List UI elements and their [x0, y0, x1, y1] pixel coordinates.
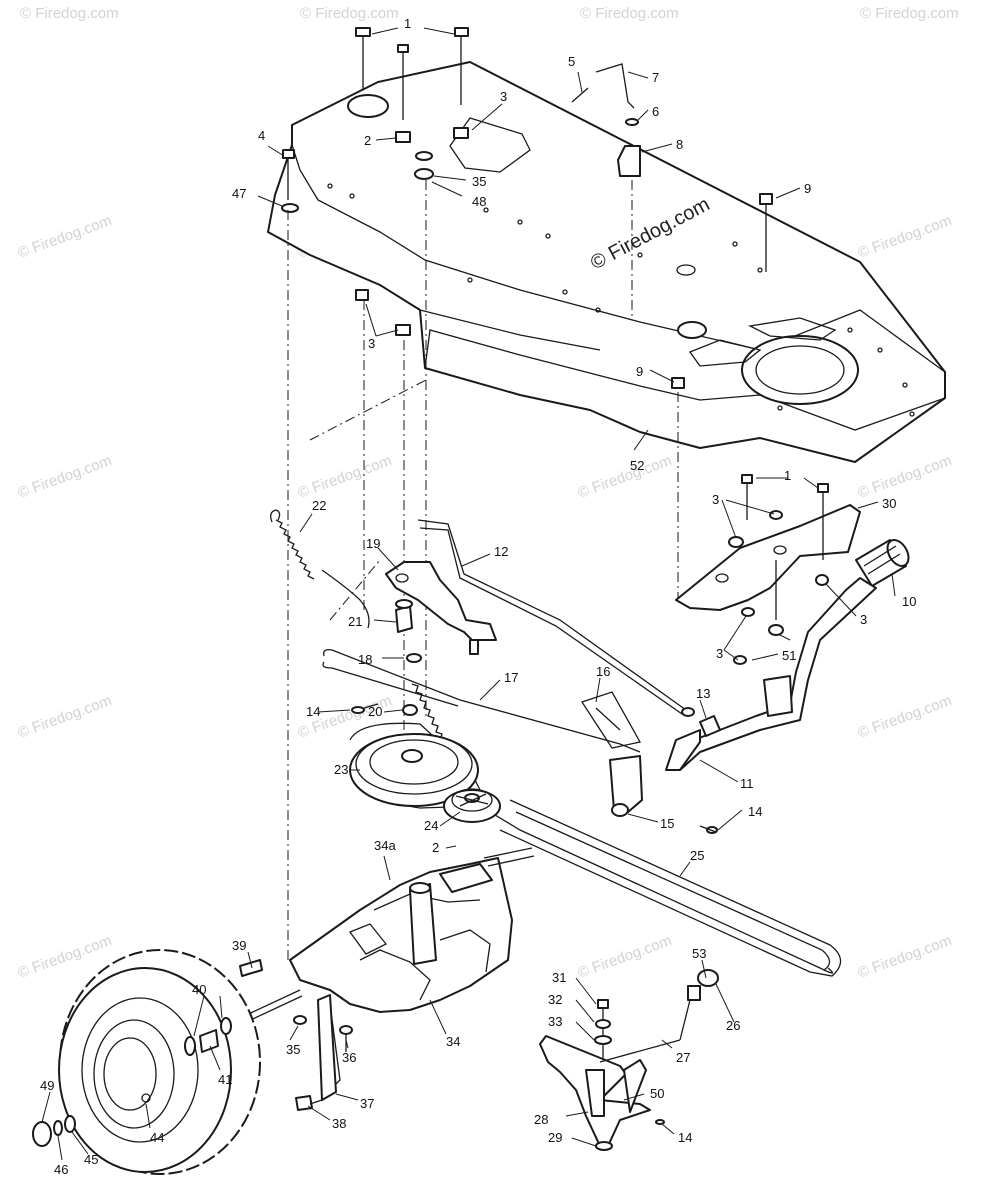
callout-14: 14 — [678, 1130, 692, 1145]
callout-47: 47 — [232, 186, 246, 201]
transaxle-34 — [289, 847, 535, 1092]
callout-33: 33 — [548, 1014, 562, 1029]
callout-35: 35 — [286, 1042, 300, 1057]
spring-22 — [270, 509, 370, 629]
callout-34a: 34a — [374, 838, 396, 853]
watermark-text: © Firedog.com — [16, 452, 114, 502]
callout-44: 44 — [150, 1130, 164, 1145]
callout-31: 31 — [552, 970, 566, 985]
callout-41: 41 — [218, 1072, 232, 1087]
callout-28: 28 — [534, 1112, 548, 1127]
callout-18: 18 — [358, 652, 372, 667]
brake-parts — [580, 691, 721, 834]
callout-48: 48 — [472, 194, 486, 209]
rod-17 — [322, 648, 641, 753]
callout-7: 7 — [652, 70, 659, 85]
callout-27: 27 — [676, 1050, 690, 1065]
callout-3: 3 — [368, 336, 375, 351]
callout-52: 52 — [630, 458, 644, 473]
watermark-text: © Firedog.com — [576, 452, 674, 502]
wheel-tire — [58, 949, 261, 1175]
callout-9: 9 — [804, 181, 811, 196]
callout-24: 24 — [424, 818, 438, 833]
callout-3: 3 — [500, 89, 507, 104]
callout-29: 29 — [548, 1130, 562, 1145]
callout-23: 23 — [334, 762, 348, 777]
callout-39: 39 — [232, 938, 246, 953]
callout-9: 9 — [636, 364, 643, 379]
callout-12: 12 — [494, 544, 508, 559]
shift-assembly — [539, 969, 719, 1151]
callout-51: 51 — [782, 648, 796, 663]
callout-32: 32 — [548, 992, 562, 1007]
callout-13: 13 — [696, 686, 710, 701]
callout-50: 50 — [650, 1086, 664, 1101]
callout-3: 3 — [716, 646, 723, 661]
callout-19: 19 — [366, 536, 380, 551]
clip-14 — [351, 703, 379, 714]
callout-2: 2 — [364, 133, 371, 148]
callout-34: 34 — [446, 1034, 460, 1049]
callout-14: 14 — [748, 804, 762, 819]
callout-labels: 1 2 3 4 5 6 7 8 9 35 48 47 3 9 52 1 3 30… — [40, 16, 916, 1177]
callout-25: 25 — [690, 848, 704, 863]
watermark-text: © Firedog.com — [576, 932, 674, 982]
callout-11: 11 — [740, 776, 754, 791]
watermark-text: © Firedog.com — [580, 5, 679, 22]
callout-38: 38 — [332, 1116, 346, 1131]
leader-lines — [41, 27, 896, 1161]
callout-15: 15 — [660, 816, 674, 831]
watermark-text: © Firedog.com — [16, 212, 114, 262]
callout-14: 14 — [306, 704, 320, 719]
callout-20: 20 — [368, 704, 382, 719]
callout-26: 26 — [726, 1018, 740, 1033]
callout-3: 3 — [712, 492, 719, 507]
watermark-text: © Firedog.com — [856, 692, 954, 742]
watermark-text: © Firedog.com — [856, 932, 954, 982]
callout-10: 10 — [902, 594, 916, 609]
watermark-text: © Firedog.com — [300, 5, 399, 22]
watermark-text: © Firedog.com — [856, 212, 954, 262]
callout-53: 53 — [692, 946, 706, 961]
callout-49: 49 — [40, 1078, 54, 1093]
idler-hardware — [395, 599, 479, 716]
callout-35: 35 — [472, 174, 486, 189]
bracket-30 — [675, 474, 861, 665]
frame-hardware — [281, 27, 773, 389]
wheel-hardware — [32, 959, 263, 1147]
watermark-text: © Firedog.com — [16, 692, 114, 742]
watermark-text: © Firedog.com — [856, 452, 954, 502]
frame-holes — [327, 183, 915, 417]
callout-16: 16 — [596, 664, 610, 679]
bracket-19 — [385, 561, 497, 641]
watermark-text: © Firedog.com — [296, 452, 394, 502]
callout-6: 6 — [652, 104, 659, 119]
callout-3: 3 — [860, 612, 867, 627]
watermark-text: © Firedog.com — [20, 5, 119, 22]
callout-37: 37 — [360, 1096, 374, 1111]
callout-4: 4 — [258, 128, 265, 143]
callout-1: 1 — [784, 468, 791, 483]
callout-36: 36 — [342, 1050, 356, 1065]
callout-2: 2 — [432, 840, 439, 855]
watermark-text: © Firedog.com — [860, 5, 959, 22]
main-frame: © Firedog.com — [267, 61, 946, 463]
callout-30: 30 — [882, 496, 896, 511]
callout-1: 1 — [404, 16, 411, 31]
callout-17: 17 — [504, 670, 518, 685]
bracket-37 — [295, 994, 353, 1111]
bracket-12 — [417, 519, 695, 717]
callout-45: 45 — [84, 1152, 98, 1167]
callout-40: 40 — [192, 982, 206, 997]
pedal-shaft-11 — [665, 577, 877, 771]
grip-10 — [855, 539, 910, 587]
callout-46: 46 — [54, 1162, 68, 1177]
callout-22: 22 — [312, 498, 326, 513]
callout-8: 8 — [676, 137, 683, 152]
callout-21: 21 — [348, 614, 362, 629]
callout-5: 5 — [568, 54, 575, 69]
